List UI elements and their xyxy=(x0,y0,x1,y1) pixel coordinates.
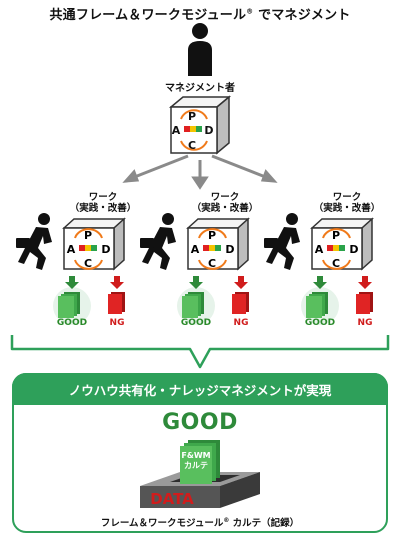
distribution-arrows xyxy=(122,154,278,190)
svg-text:P: P xyxy=(84,229,92,242)
ng-stack-3 xyxy=(356,276,373,314)
work-label-1: ワーク（実践・改善） xyxy=(69,192,137,214)
good-label-3: GOOD xyxy=(304,318,336,328)
data-platform-graphic: F&WM カルテ DATA xyxy=(140,440,260,508)
good-label-2: GOOD xyxy=(180,318,212,328)
svg-text:D: D xyxy=(349,243,358,256)
result-caption: フレーム＆ワークモジュール® カルテ（記録） xyxy=(100,516,300,529)
running-worker-icon xyxy=(16,213,52,270)
card-line-2: カルテ xyxy=(184,461,208,470)
ng-stack-2 xyxy=(232,276,249,314)
ng-stack-1 xyxy=(108,276,125,314)
svg-text:P: P xyxy=(332,229,340,242)
ng-label-2: NG xyxy=(233,318,249,328)
pdca-a: A xyxy=(172,124,181,137)
result-banner xyxy=(12,373,388,405)
good-stack-2 xyxy=(177,276,215,325)
svg-text:A: A xyxy=(67,243,76,256)
svg-text:A: A xyxy=(315,243,324,256)
data-label: DATA xyxy=(150,490,194,508)
running-worker-icon xyxy=(264,213,300,270)
good-stack-3 xyxy=(301,276,339,325)
svg-text:C: C xyxy=(208,257,216,270)
svg-text:P: P xyxy=(208,229,216,242)
svg-text:D: D xyxy=(225,243,234,256)
work-label-2: ワーク（実践・改善） xyxy=(191,192,259,214)
ng-label-3: NG xyxy=(357,318,373,328)
work-label-3: ワーク（実践・改善） xyxy=(313,192,381,214)
result-good-label: GOOD xyxy=(162,410,238,435)
work-pdca-cube-1: P D C A xyxy=(62,217,126,271)
result-banner-text: ノウハウ共有化・ナレッジマネジメントが実現 xyxy=(68,383,332,398)
work-pdca-cube-3: P D C A xyxy=(310,217,374,271)
svg-text:C: C xyxy=(332,257,340,270)
pdca-d: D xyxy=(204,124,213,137)
ng-label-1: NG xyxy=(109,318,125,328)
manager-person-icon xyxy=(188,23,212,76)
running-worker-icon xyxy=(140,213,176,270)
svg-text:D: D xyxy=(101,243,110,256)
page-title: 共通フレーム＆ワークモジュール® でマネジメント xyxy=(49,7,351,23)
good-stack-1 xyxy=(53,276,91,325)
collection-bracket xyxy=(10,335,390,369)
manager-label: マネジメント者 xyxy=(165,83,235,94)
good-label-1: GOOD xyxy=(56,318,88,328)
card-line-1: F&WM xyxy=(181,451,210,460)
pdca-c: C xyxy=(188,139,196,152)
pdca-p: P xyxy=(188,110,196,123)
manager-pdca-cube: P D C A xyxy=(168,95,232,155)
svg-text:A: A xyxy=(191,243,200,256)
work-pdca-cube-2: P D C A xyxy=(186,217,250,271)
svg-text:C: C xyxy=(84,257,92,270)
